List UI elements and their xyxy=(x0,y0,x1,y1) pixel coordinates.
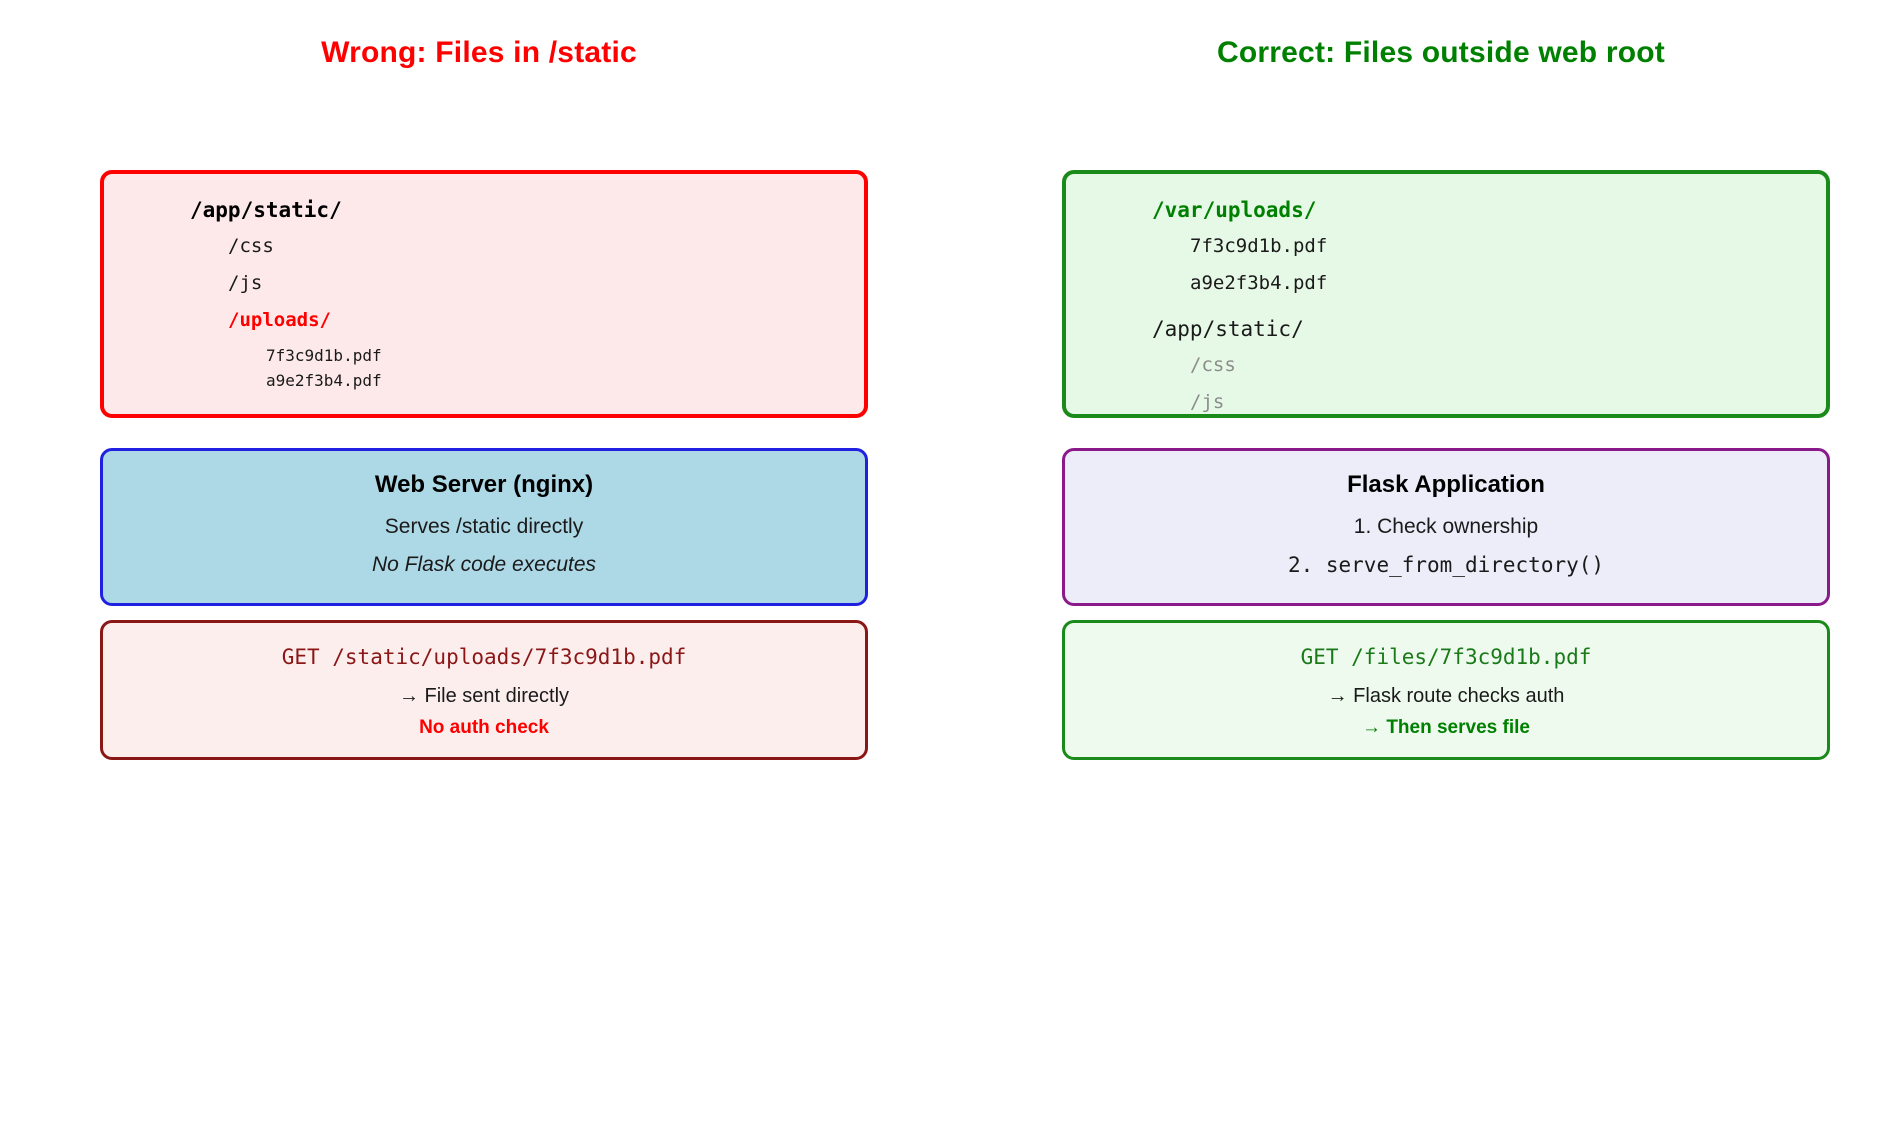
tree-item-js: /js xyxy=(1190,391,1225,413)
web-server-line-1: Serves /static directly xyxy=(384,515,584,538)
wrong-request-step: → File sent directly xyxy=(398,685,570,707)
correct-request-step: → Flask route checks auth xyxy=(1327,685,1565,707)
wrong-request-result: No auth check xyxy=(419,717,549,738)
correct-request-result: → Then serves file xyxy=(1362,717,1530,738)
flask-step-2: 2. serve_from_directory() xyxy=(1287,553,1605,577)
web-server-title: Web Server (nginx) xyxy=(374,471,594,498)
flask-application-title: Flask Application xyxy=(1347,471,1545,498)
tree-file-a9e2f3b4: a9e2f3b4.pdf xyxy=(266,371,382,390)
tree-root-app-static: /app/static/ xyxy=(1152,317,1304,341)
tree-item-css: /css xyxy=(228,235,274,257)
tree-root-app-static: /app/static/ xyxy=(190,198,342,222)
wrong-file-tree-box: /app/static/ /css /js /uploads/ 7f3c9d1b… xyxy=(100,170,868,418)
web-server-line-2: No Flask code executes xyxy=(371,553,597,576)
wrong-column-title: Wrong: Files in /static xyxy=(321,36,637,69)
flask-application-box: Flask Application 1. Check ownership 2. … xyxy=(1062,448,1830,606)
tree-item-js: /js xyxy=(228,272,263,294)
wrong-request-box: GET /static/uploads/7f3c9d1b.pdf → File … xyxy=(100,620,868,760)
tree-file-7f3c9d1b: 7f3c9d1b.pdf xyxy=(266,346,382,365)
tree-root-var-uploads: /var/uploads/ xyxy=(1152,198,1317,222)
correct-request-get-line: GET /files/7f3c9d1b.pdf xyxy=(1300,645,1592,669)
flask-step-1: 1. Check ownership xyxy=(1353,515,1539,538)
correct-request-box: GET /files/7f3c9d1b.pdf → Flask route ch… xyxy=(1062,620,1830,760)
correct-column-title: Correct: Files outside web root xyxy=(1217,36,1665,69)
wrong-request-get-line: GET /static/uploads/7f3c9d1b.pdf xyxy=(281,645,687,669)
web-server-box: Web Server (nginx) Serves /static direct… xyxy=(100,448,868,606)
tree-file-a9e2f3b4: a9e2f3b4.pdf xyxy=(1190,272,1328,294)
correct-file-tree-box: /var/uploads/ 7f3c9d1b.pdf a9e2f3b4.pdf … xyxy=(1062,170,1830,418)
tree-file-7f3c9d1b: 7f3c9d1b.pdf xyxy=(1190,235,1328,257)
tree-item-css: /css xyxy=(1190,354,1236,376)
tree-item-uploads: /uploads/ xyxy=(228,309,331,331)
